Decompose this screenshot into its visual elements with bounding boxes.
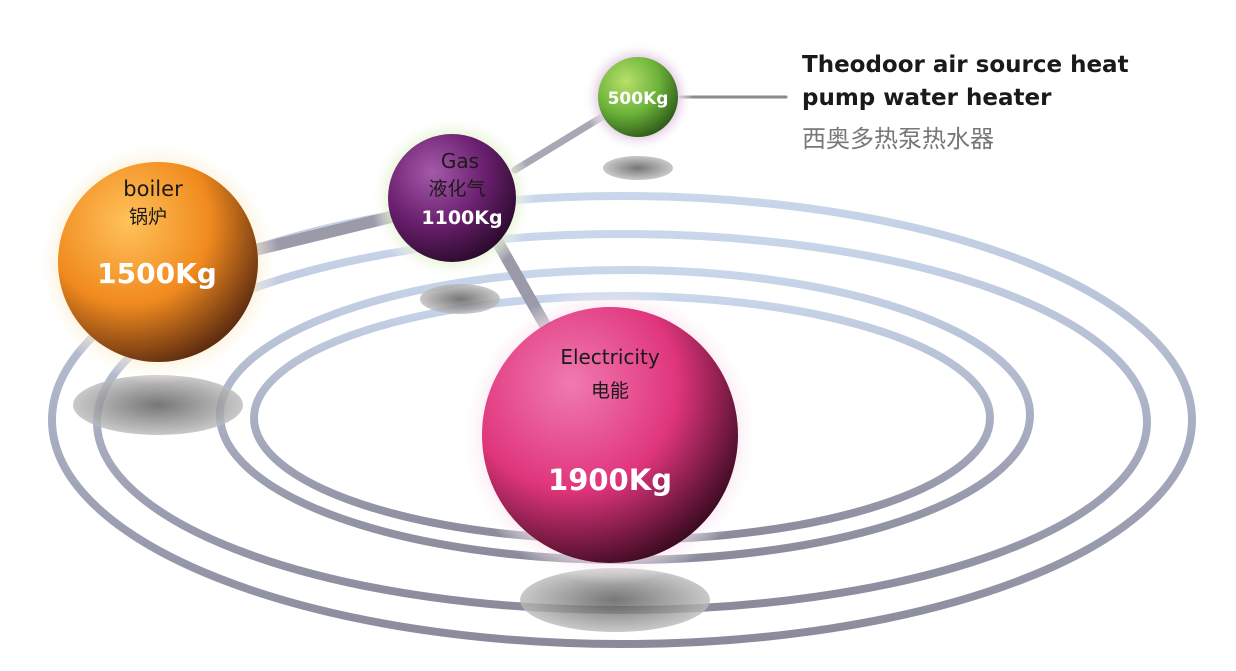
callout-line-2: pump water heater	[802, 85, 1052, 111]
heat-pump-value: 500Kg	[608, 89, 669, 109]
callout-line-1: Theodoor air source heat	[802, 52, 1129, 78]
callout-text: Theodoor air source heat pump water heat…	[802, 52, 1129, 153]
shadows	[73, 156, 710, 632]
sphere-heat-pump: 500Kg	[583, 42, 693, 152]
sphere-boiler: boiler 锅炉 1500Kg	[36, 140, 280, 384]
callout-line-cn: 西奥多热泵热水器	[802, 125, 994, 153]
gas-label: Gas	[441, 149, 479, 173]
electricity-label: Electricity	[560, 345, 660, 369]
gas-value: 1100Kg	[421, 207, 502, 229]
sphere-gas: Gas 液化气 1100Kg	[370, 116, 534, 280]
heat-pump-sphere	[598, 57, 678, 137]
electricity-label-cn: 电能	[591, 380, 629, 402]
electricity-sphere	[482, 307, 738, 563]
heat-pump-shadow	[603, 156, 673, 180]
electricity-shadow	[520, 568, 710, 632]
boiler-sphere	[58, 162, 258, 362]
boiler-value: 1500Kg	[97, 257, 217, 290]
gas-sphere	[388, 134, 516, 262]
orbit-ring	[48, 192, 1196, 648]
gas-shadow	[420, 284, 500, 314]
sphere-electricity: Electricity 电能 1900Kg	[460, 285, 760, 585]
boiler-label-cn: 锅炉	[129, 206, 167, 228]
boiler-shadow	[73, 375, 243, 435]
boiler-label: boiler	[123, 177, 183, 201]
gas-label-cn: 液化气	[428, 178, 485, 200]
electricity-value: 1900Kg	[548, 463, 672, 497]
